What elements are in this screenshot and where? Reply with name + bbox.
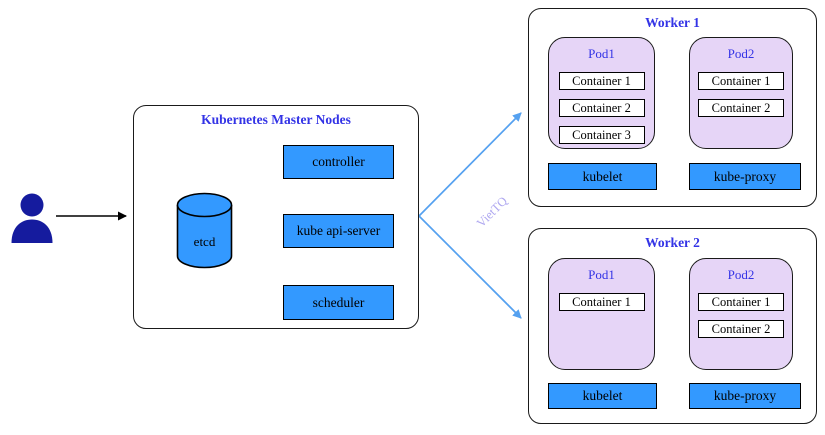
worker1-pod2-containers: Container 1 Container 2	[690, 72, 792, 117]
worker2-pod1: Pod1 Container 1	[548, 258, 655, 370]
container-box: Container 3	[558, 126, 645, 144]
worker2-title: Worker 2	[645, 235, 700, 250]
container-box: Container 1	[558, 293, 645, 311]
controller-box: controller	[283, 145, 394, 179]
worker2-pod2-title: Pod2	[727, 267, 755, 282]
worker1-kubelet-box: kubelet	[548, 163, 657, 190]
etcd-database-cylinder: etcd	[176, 192, 233, 270]
container-box: Container 2	[558, 99, 645, 117]
master-title: Kubernetes Master Nodes	[201, 112, 351, 127]
worker2-pod2: Pod2 Container 1 Container 2	[689, 258, 793, 370]
worker1-pod2: Pod2 Container 1 Container 2	[689, 37, 793, 149]
database-cylinder-icon	[176, 192, 233, 269]
scheduler-box: scheduler	[283, 285, 394, 320]
worker1-pod1-containers: Container 1 Container 2 Container 3	[549, 72, 654, 144]
container-box: Container 1	[558, 72, 645, 90]
worker2-node-group: Worker 2 Pod1 Container 1 Pod2 Container…	[528, 228, 817, 424]
container-box: Container 2	[698, 99, 784, 117]
worker1-node-group: Worker 1 Pod1 Container 1 Container 2 Co…	[528, 8, 817, 207]
etcd-label: etcd	[193, 234, 216, 249]
worker2-kubelet-box: kubelet	[548, 383, 657, 409]
watermark-text: VietTQ	[473, 193, 511, 231]
worker2-pod1-containers: Container 1	[549, 293, 654, 311]
worker2-pod1-title: Pod1	[588, 267, 615, 282]
worker1-pod2-title: Pod2	[727, 46, 755, 61]
worker1-title: Worker 1	[645, 15, 700, 30]
container-box: Container 1	[698, 293, 784, 311]
api-server-box: kube api-server	[283, 214, 394, 248]
worker2-pod2-containers: Container 1 Container 2	[690, 293, 792, 338]
worker1-pod1: Pod1 Container 1 Container 2 Container 3	[548, 37, 655, 149]
worker2-kube-proxy-box: kube-proxy	[689, 383, 801, 409]
worker1-kube-proxy-box: kube-proxy	[689, 163, 801, 190]
worker1-pod1-title: Pod1	[588, 46, 615, 61]
container-box: Container 2	[698, 320, 784, 338]
user-icon	[11, 193, 53, 243]
container-box: Container 1	[698, 72, 784, 90]
